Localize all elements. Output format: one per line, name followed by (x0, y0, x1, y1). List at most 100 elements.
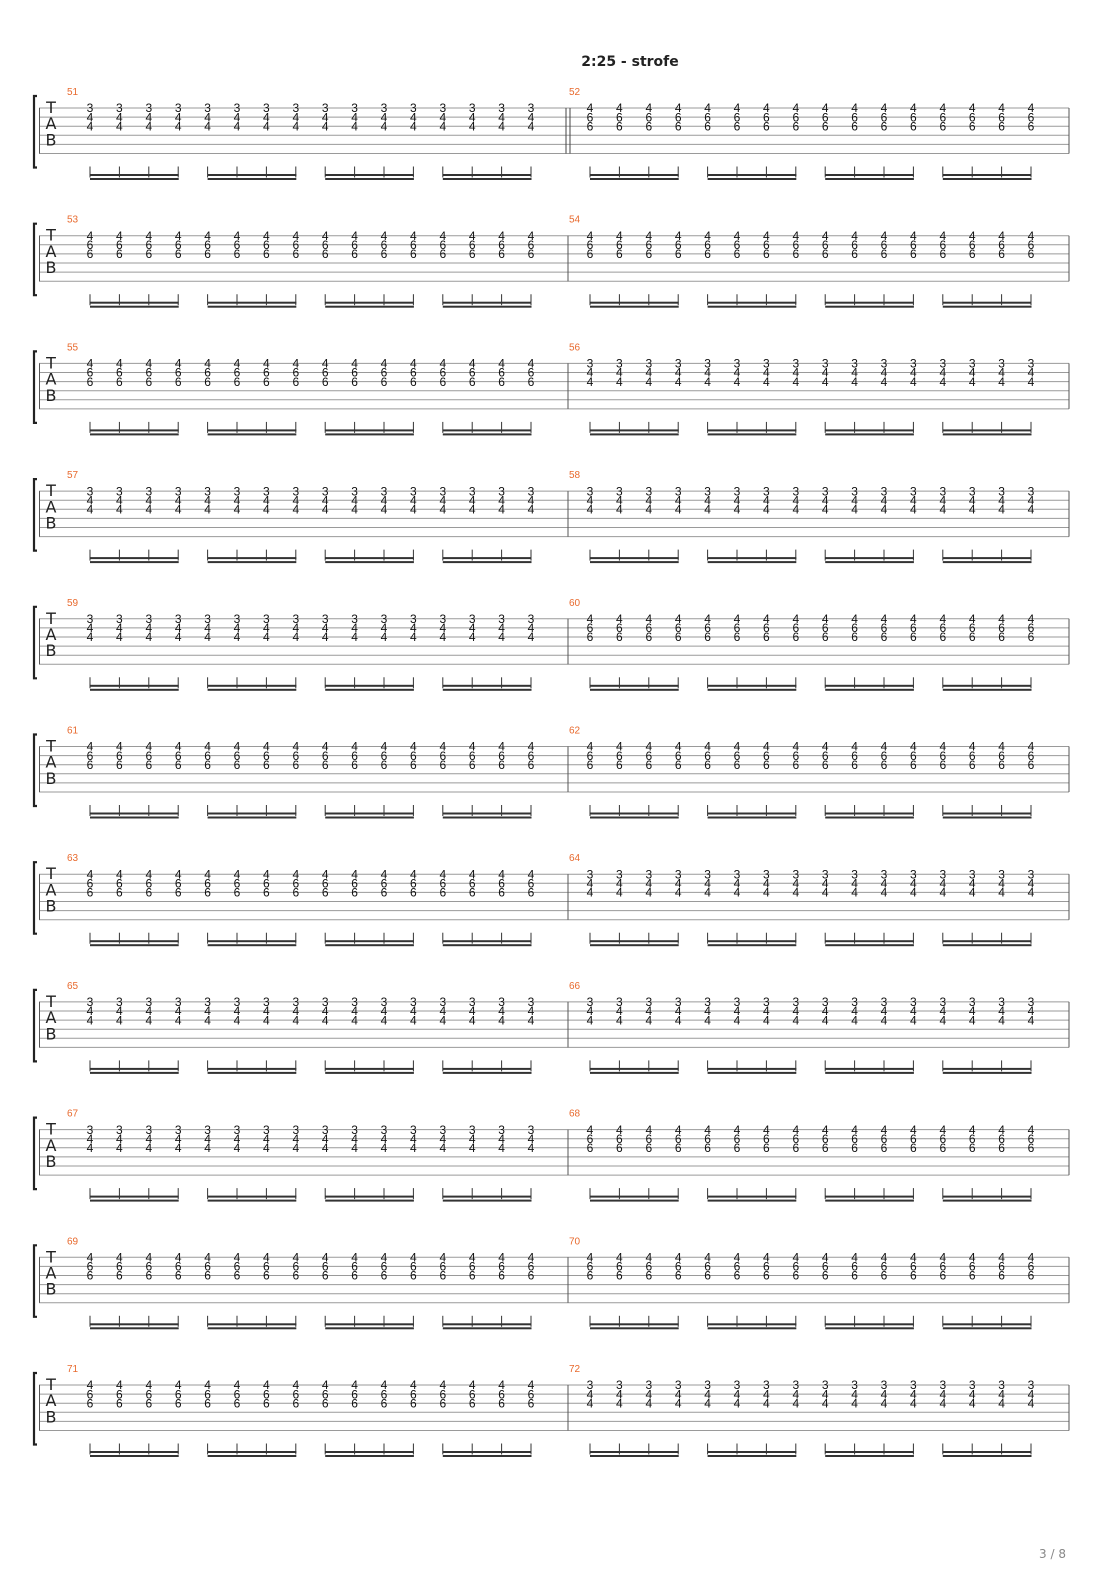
fret-number: 4 (822, 1387, 829, 1401)
fret-number: 6 (881, 758, 888, 772)
fret-number: 6 (410, 247, 417, 261)
fret-number: 4 (792, 101, 799, 115)
fret-number: 4 (822, 740, 829, 754)
fret-number: 6 (1028, 1132, 1035, 1146)
fret-number: 4 (734, 1396, 741, 1410)
fret-number: 4 (616, 229, 623, 243)
fret-number: 6 (851, 758, 858, 772)
fret-number: 4 (675, 1004, 682, 1018)
beam (442, 1451, 532, 1453)
fret-number: 3 (175, 995, 182, 1009)
fret-number: 4 (175, 357, 182, 371)
fret-number: 3 (87, 484, 94, 498)
fret-number: 3 (704, 867, 711, 881)
fret-number: 6 (910, 119, 917, 133)
fret-number: 4 (587, 503, 594, 517)
fret-number: 6 (322, 366, 329, 380)
beam (325, 1323, 414, 1326)
fret-number: 6 (616, 119, 623, 133)
fret-number: 3 (939, 867, 946, 881)
fret-number: 4 (616, 1387, 623, 1401)
beam (90, 940, 179, 943)
fret-number: 3 (528, 101, 535, 115)
fret-number: 4 (645, 886, 652, 900)
bar-number: 63 (67, 853, 79, 864)
fret-number: 6 (704, 110, 711, 124)
fret-number: 6 (763, 630, 770, 644)
beam (590, 1071, 679, 1074)
fret-number: 6 (645, 630, 652, 644)
beam (942, 1455, 1032, 1457)
beam (707, 944, 797, 947)
fret-number: 6 (969, 238, 976, 252)
fret-number: 6 (498, 877, 505, 891)
beam (90, 1067, 179, 1070)
fret-number: 4 (439, 357, 446, 371)
fret-number: 4 (1028, 886, 1035, 900)
beam (942, 557, 1032, 560)
fret-number: 4 (322, 1251, 329, 1265)
beam (325, 561, 414, 564)
fret-number: 6 (910, 758, 917, 772)
beam (590, 1067, 679, 1070)
fret-number: 6 (498, 1269, 505, 1283)
fret-number: 6 (822, 749, 829, 763)
tab-clef-letter: A (46, 1264, 57, 1283)
bar-number: 54 (569, 215, 581, 226)
beam (442, 940, 532, 943)
fret-number: 3 (851, 1378, 858, 1392)
fret-number: 6 (734, 749, 741, 763)
fret-number: 3 (998, 867, 1005, 881)
beam (442, 1323, 532, 1326)
fret-number: 4 (234, 1004, 241, 1018)
fret-number: 4 (87, 357, 94, 371)
fret-number: 4 (234, 1141, 241, 1155)
tab-system: TAB5346646646646646646646646646646646646… (32, 215, 1070, 308)
fret-number: 4 (704, 1251, 711, 1265)
fret-number: 4 (616, 1013, 623, 1027)
beam (325, 940, 414, 943)
fret-number: 6 (322, 758, 329, 772)
fret-number: 4 (469, 229, 476, 243)
fret-number: 6 (1028, 238, 1035, 252)
beam (207, 1327, 297, 1330)
fret-number: 4 (704, 886, 711, 900)
fret-number: 4 (410, 357, 417, 371)
fret-number: 4 (116, 119, 123, 133)
fret-number: 4 (351, 503, 358, 517)
fret-number: 6 (969, 621, 976, 635)
fret-number: 4 (792, 612, 799, 626)
fret-number: 6 (792, 247, 799, 261)
system-bracket (32, 605, 37, 680)
beam (942, 944, 1032, 947)
beam (707, 1327, 797, 1330)
tab-clef-letter: T (45, 1375, 56, 1394)
fret-number: 4 (969, 877, 976, 891)
fret-number: 4 (116, 1004, 123, 1018)
fret-number: 4 (704, 1123, 711, 1137)
fret-number: 3 (292, 484, 299, 498)
fret-number: 6 (263, 1260, 270, 1274)
fret-number: 4 (175, 630, 182, 644)
fret-number: 6 (998, 749, 1005, 763)
fret-number: 6 (910, 110, 917, 124)
fret-number: 4 (851, 493, 858, 507)
fret-number: 6 (998, 1141, 1005, 1155)
beam (325, 1455, 414, 1457)
fret-number: 3 (763, 867, 770, 881)
fret-number: 3 (851, 867, 858, 881)
fret-number: 3 (881, 1378, 888, 1392)
fret-number: 6 (763, 758, 770, 772)
tab-system: TAB6346646646646646646646646646646646646… (32, 853, 1070, 947)
beam (442, 1327, 532, 1330)
fret-number: 6 (263, 1396, 270, 1410)
fret-number: 4 (469, 110, 476, 124)
fret-number: 4 (469, 1141, 476, 1155)
fret-number: 6 (498, 749, 505, 763)
fret-number: 4 (528, 867, 535, 881)
fret-number: 6 (469, 886, 476, 900)
fret-number: 3 (998, 995, 1005, 1009)
fret-number: 6 (881, 110, 888, 124)
beam (825, 1327, 914, 1330)
fret-number: 6 (175, 366, 182, 380)
